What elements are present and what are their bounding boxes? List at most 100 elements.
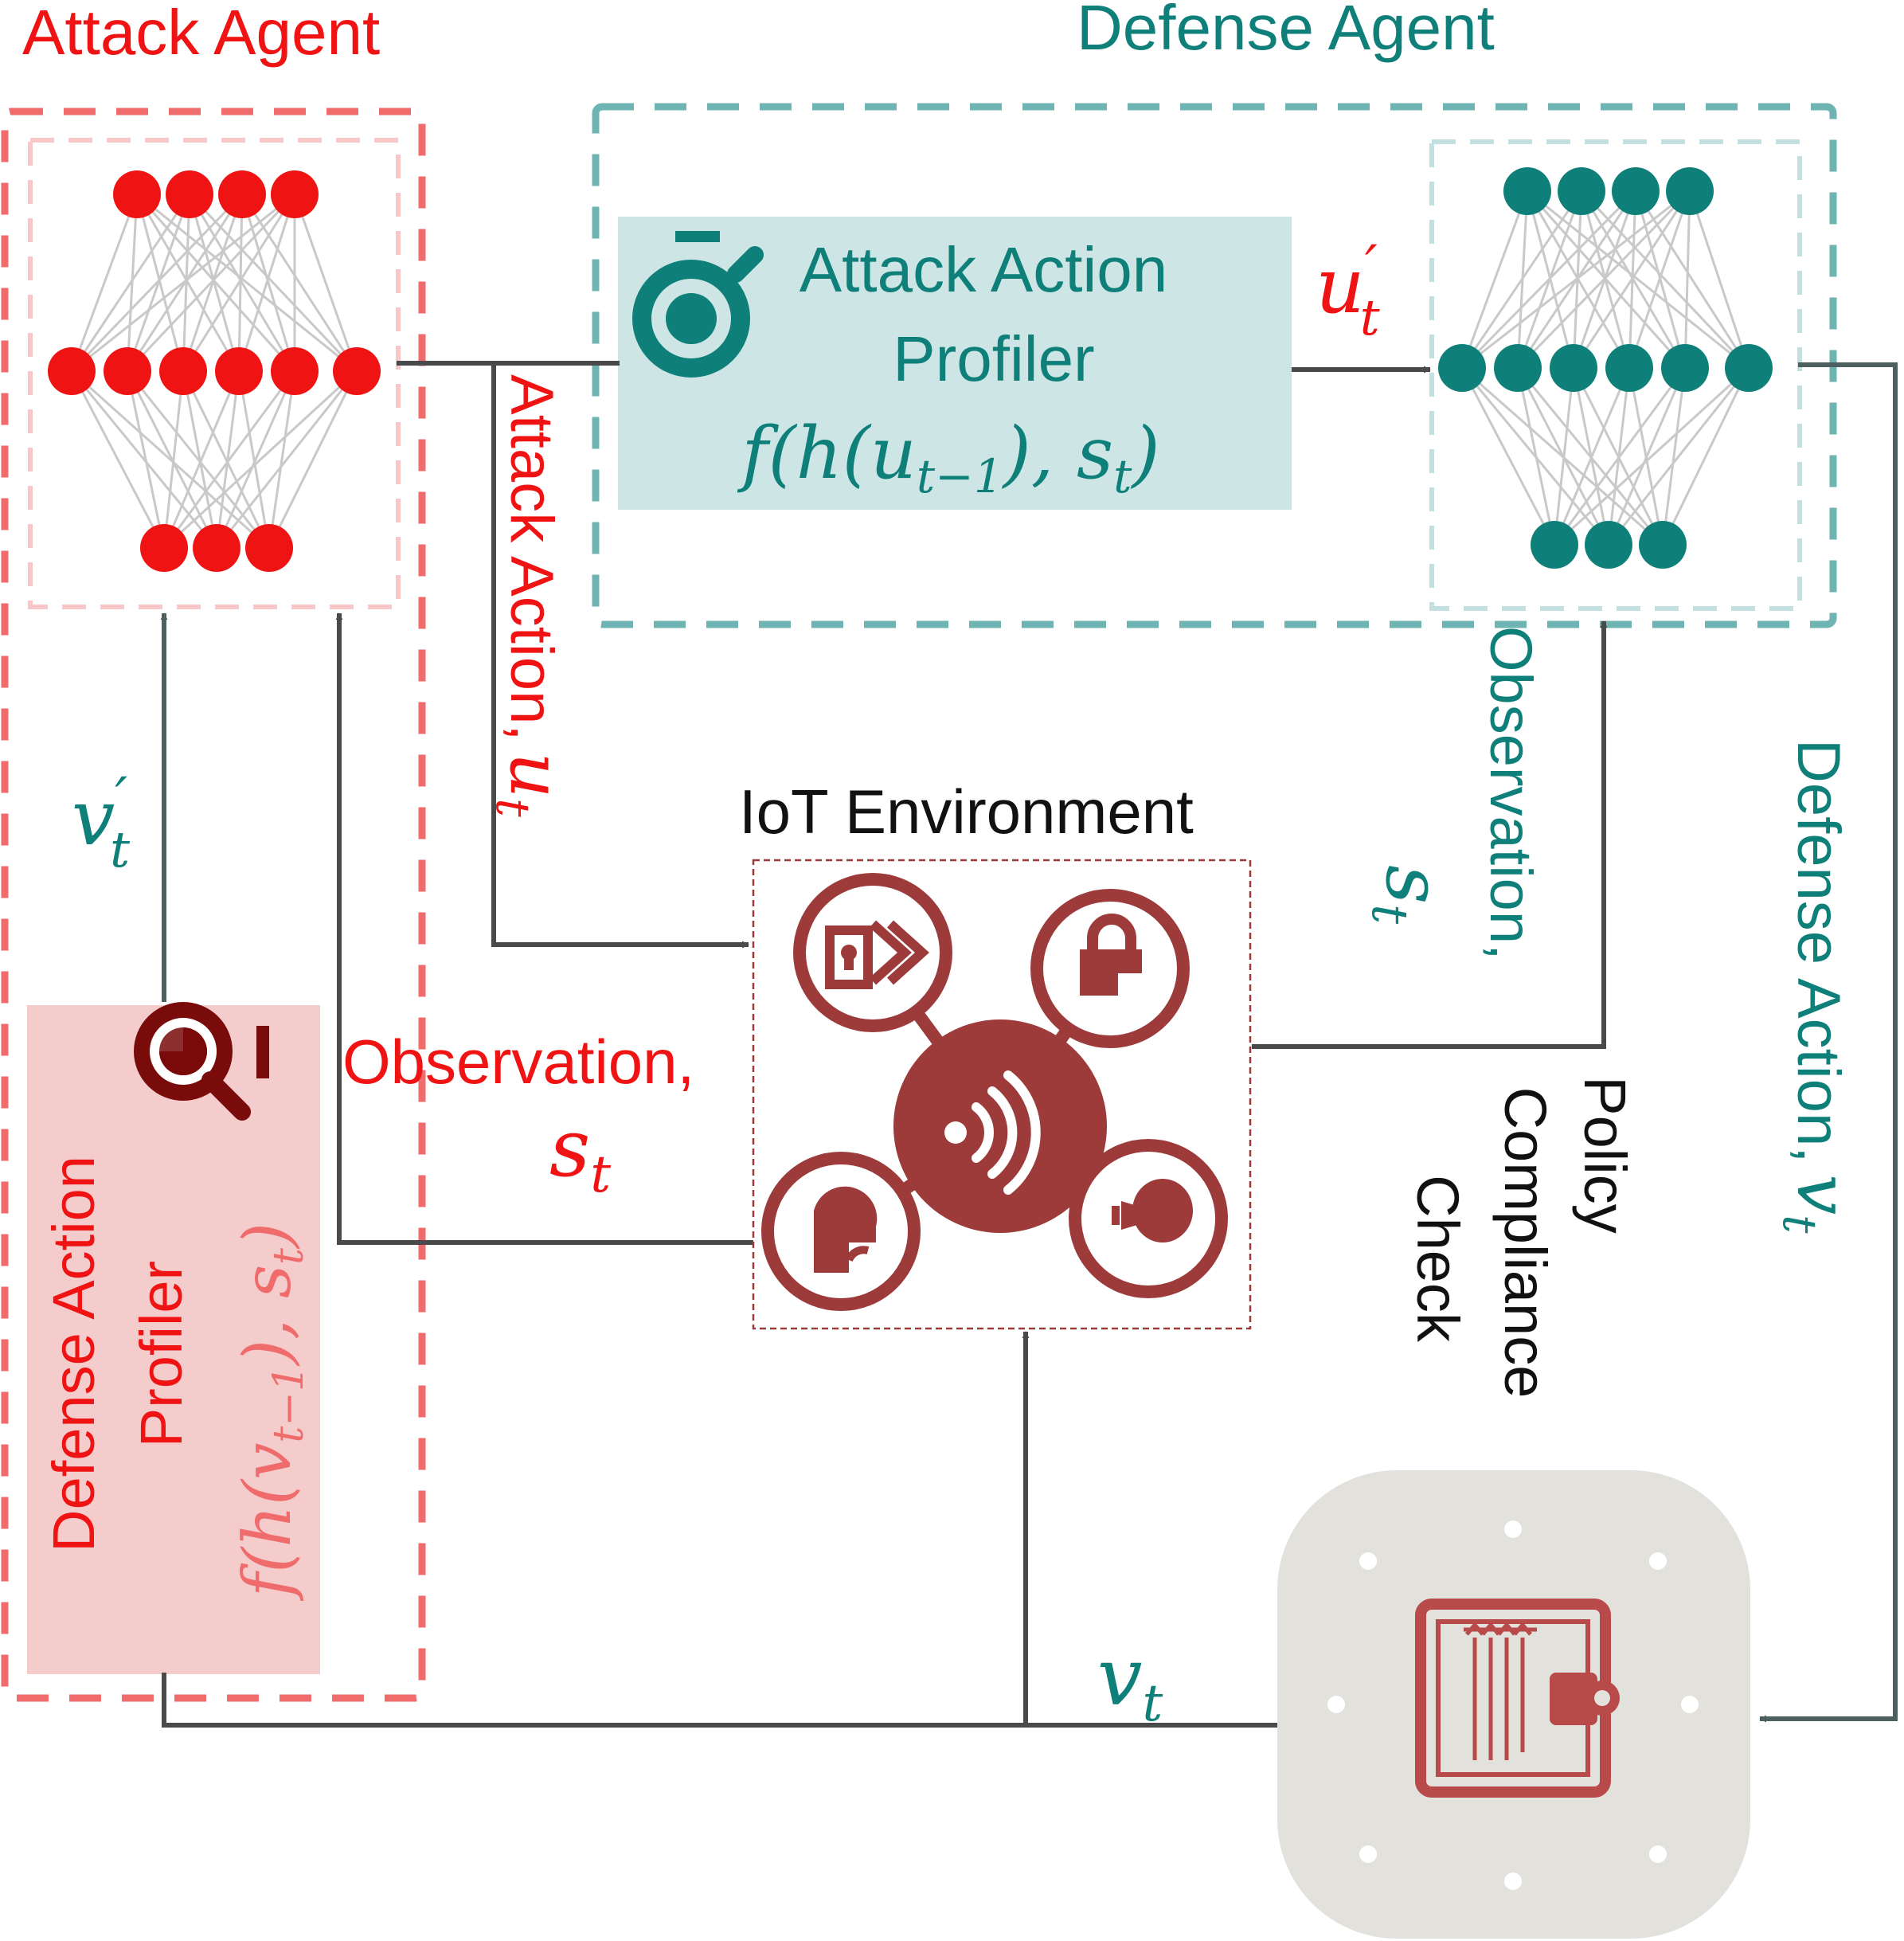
network-connection bbox=[1580, 190, 1750, 370]
network-connection bbox=[70, 194, 139, 372]
network-connection bbox=[182, 194, 296, 372]
network-node bbox=[193, 524, 240, 572]
observation-defense-label: Observation, bbox=[1478, 626, 1544, 961]
network-connection bbox=[70, 193, 244, 373]
network-connection bbox=[1661, 367, 1687, 546]
network-node bbox=[271, 347, 319, 395]
network-node bbox=[1661, 344, 1709, 392]
defense-action-profiler: Defense Action Profiler f(h(vt−1), st) bbox=[27, 1002, 320, 1674]
network-connection bbox=[188, 194, 296, 372]
network-connection bbox=[1553, 366, 1750, 546]
network-connection bbox=[1460, 190, 1637, 370]
network-connection bbox=[182, 370, 218, 549]
defense-profiler-line2: Profiler bbox=[128, 1261, 194, 1447]
network-connection bbox=[126, 370, 271, 549]
network-node bbox=[245, 524, 293, 572]
network-connection bbox=[1553, 367, 1575, 546]
network-connection bbox=[1607, 367, 1687, 546]
network-node bbox=[1550, 344, 1597, 392]
network-connection bbox=[70, 370, 271, 550]
network-connection bbox=[70, 194, 191, 372]
attack-agent-title: Attack Agent bbox=[22, 0, 380, 68]
magnifier-icon bbox=[134, 1002, 269, 1121]
network-connection bbox=[240, 194, 358, 372]
network-connection bbox=[162, 370, 296, 549]
wifi-icon bbox=[893, 1019, 1107, 1233]
observation-attack-label: Observation, bbox=[342, 1027, 694, 1097]
network-connection bbox=[215, 370, 296, 549]
defense-action-label: Defense Action,vt bbox=[1773, 739, 1864, 1234]
network-connection bbox=[215, 370, 240, 549]
defense-profiler-line1: Defense Action bbox=[41, 1156, 107, 1552]
network-connection bbox=[70, 370, 166, 549]
network-node bbox=[159, 347, 207, 395]
network-connection bbox=[135, 194, 240, 372]
iot-device-network bbox=[761, 873, 1228, 1311]
network-connection bbox=[188, 193, 358, 373]
network-node bbox=[215, 347, 263, 395]
network-connection bbox=[1461, 190, 1691, 370]
network-connection bbox=[126, 194, 139, 372]
network-connection bbox=[293, 194, 358, 372]
network-connection bbox=[1460, 190, 1583, 369]
network-connection bbox=[1661, 367, 1750, 546]
network-connection bbox=[1553, 367, 1687, 546]
network-node bbox=[1612, 167, 1660, 215]
defense-profiler-formula: f(h(vt−1), st) bbox=[230, 1223, 313, 1602]
attack-profiler-formula: f(h(ut−1), st) bbox=[737, 412, 1159, 503]
network-connection bbox=[1527, 190, 1750, 370]
network-connection bbox=[1572, 190, 1691, 369]
arrow-observation-to-defense bbox=[1252, 620, 1608, 1049]
network-connection bbox=[268, 370, 358, 549]
network-connection bbox=[162, 370, 240, 549]
smart-lock-icon bbox=[793, 873, 952, 1032]
network-node bbox=[1585, 521, 1632, 569]
network-connection bbox=[237, 370, 271, 549]
network-node bbox=[48, 347, 96, 395]
defense-neural-network bbox=[1438, 167, 1773, 569]
network-node bbox=[1725, 344, 1773, 392]
network-node bbox=[1438, 344, 1486, 392]
defense-action-profiler-box bbox=[27, 1005, 320, 1674]
network-connection bbox=[126, 370, 166, 549]
network-connection bbox=[268, 370, 296, 549]
attack-action-profiler: Attack Action Profiler f(h(ut−1), st) bbox=[618, 217, 1292, 510]
stopwatch-icon bbox=[632, 231, 764, 378]
network-node bbox=[1639, 521, 1687, 569]
v-prime-label: v′t bbox=[72, 765, 130, 879]
network-connection bbox=[1460, 367, 1556, 546]
network-node bbox=[1558, 167, 1605, 215]
network-connection bbox=[135, 194, 185, 372]
network-node bbox=[113, 170, 161, 218]
attack-action-label: Attack Action,ut bbox=[486, 374, 577, 817]
network-connection bbox=[1634, 190, 1750, 369]
clipboard-icon bbox=[1415, 1599, 1620, 1798]
policy-line1: Policy bbox=[1572, 1076, 1638, 1233]
policy-line2: Compliance bbox=[1492, 1087, 1558, 1399]
arrow-defense-action bbox=[1759, 362, 1898, 1723]
network-connection bbox=[1628, 190, 1691, 369]
network-connection bbox=[1516, 367, 1556, 546]
observation-attack-var: st bbox=[549, 1102, 611, 1204]
network-connection bbox=[1516, 190, 1691, 370]
network-connection bbox=[126, 193, 296, 373]
network-node bbox=[271, 170, 319, 218]
network-node bbox=[1494, 344, 1542, 392]
network-connection bbox=[1460, 190, 1529, 369]
network-node bbox=[140, 524, 188, 572]
network-connection bbox=[237, 194, 244, 372]
network-node bbox=[1503, 167, 1551, 215]
attack-profiler-line1: Attack Action bbox=[800, 234, 1167, 305]
policy-compliance-device bbox=[1277, 1470, 1750, 1939]
network-connection bbox=[240, 194, 296, 372]
network-connection bbox=[188, 194, 240, 372]
network-connection bbox=[182, 194, 191, 372]
network-connection bbox=[162, 370, 185, 549]
network-connection bbox=[182, 370, 271, 549]
network-connection bbox=[215, 370, 358, 549]
network-connection bbox=[71, 193, 295, 373]
network-connection bbox=[1607, 367, 1750, 546]
attack-neural-network bbox=[48, 170, 381, 572]
arrow-observation-to-attack bbox=[335, 612, 753, 1245]
